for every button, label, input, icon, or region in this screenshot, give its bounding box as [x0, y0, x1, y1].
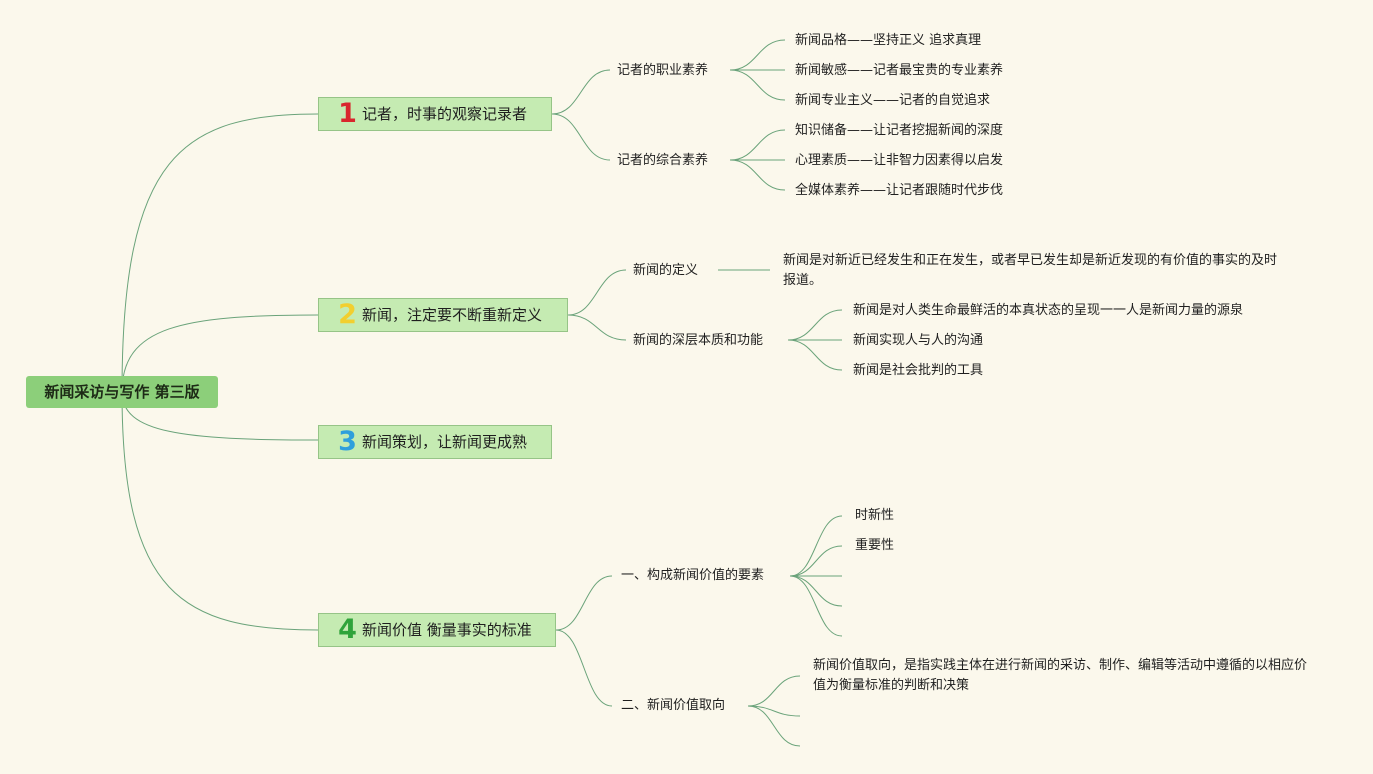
edge-b2-sub2 — [567, 314, 627, 341]
edge-b4-sub1-leaf-4 — [789, 575, 843, 607]
branch-4-title: 新闻价值 衡量事实的标准 — [362, 621, 532, 639]
branch-1-title: 记者，时事的观察记录者 — [362, 105, 528, 123]
edge-b2-sub2-leaf-1 — [787, 309, 843, 341]
branch-4-sub-1-leaf-1[interactable]: 时新性 — [855, 508, 895, 523]
branch-4-sub-1[interactable]: 一、构成新闻价值的要素 — [621, 568, 765, 583]
branch-4-number: 4 — [338, 614, 357, 645]
branch-1-sub-1-leaf-3[interactable]: 新闻专业主义——记者的自觉追求 — [795, 93, 991, 108]
edge-b1-sub1-leaf-1 — [729, 39, 786, 71]
branch-1-sub-1[interactable]: 记者的职业素养 — [617, 63, 709, 78]
branch-2-sub-1-leaf-1[interactable]: 新闻是对新近已经发生和正在发生，或者早已发生却是新近发现的有价值的事实的及时报道… — [783, 253, 1278, 288]
branch-1-sub-2[interactable]: 记者的综合素养 — [617, 153, 709, 168]
branch-2-sub-2-leaf-3[interactable]: 新闻是社会批判的工具 — [853, 363, 984, 378]
edge-root-branch-2 — [121, 314, 319, 393]
branch-4-node[interactable]: 4 新闻价值 衡量事实的标准 — [318, 613, 556, 647]
branch-4-sub-2[interactable]: 二、新闻价值取向 — [621, 698, 726, 713]
branch-2-number: 2 — [338, 299, 357, 330]
branch-1-sub-1-leaf-2[interactable]: 新闻敏感——记者最宝贵的专业素养 — [795, 63, 1004, 78]
branch-1-sub-2-leaf-3[interactable]: 全媒体素养——让记者跟随时代步伐 — [795, 183, 1004, 198]
edge-root-branch-4 — [121, 391, 319, 631]
edge-b1-sub1 — [551, 69, 611, 115]
branch-1-sub-2-leaf-1[interactable]: 知识储备——让记者挖掘新闻的深度 — [795, 123, 1004, 138]
branch-2-sub-2-leaf-1[interactable]: 新闻是对人类生命最鲜活的本真状态的呈现一一人是新闻力量的源泉 — [853, 303, 1244, 318]
edge-b1-sub2-leaf-3 — [729, 159, 786, 191]
edge-b1-sub1-leaf-3 — [729, 69, 786, 101]
edge-root-branch-1 — [121, 113, 319, 393]
edge-b4-sub1-leaf-5 — [789, 575, 843, 637]
edge-b4-sub2-leaf-1 — [747, 675, 801, 707]
edge-b1-sub2-leaf-1 — [729, 129, 786, 161]
branch-2-sub-1[interactable]: 新闻的定义 — [633, 263, 699, 278]
branch-3-node[interactable]: 3 新闻策划，让新闻更成熟 — [318, 425, 552, 459]
branch-2-title: 新闻，注定要不断重新定义 — [362, 306, 543, 324]
branch-2-sub-2[interactable]: 新闻的深层本质和功能 — [633, 333, 764, 348]
edge-b2-sub2-leaf-3 — [787, 339, 843, 371]
branch-1-sub-2-leaf-2[interactable]: 心理素质——让非智力因素得以启发 — [795, 153, 1004, 168]
edge-b1-sub2 — [551, 113, 611, 161]
branch-1-number: 1 — [338, 98, 357, 129]
edge-b4-sub2-leaf-3 — [747, 705, 801, 747]
edge-b4-sub1-leaf-2 — [789, 545, 843, 577]
branch-3-number: 3 — [338, 426, 357, 457]
edge-b4-sub1-leaf-1 — [789, 515, 843, 577]
branch-3-title: 新闻策划，让新闻更成熟 — [362, 433, 528, 451]
branch-2-sub-2-leaf-2[interactable]: 新闻实现人与人的沟通 — [853, 333, 984, 348]
edge-b4-sub2 — [555, 629, 613, 707]
edge-b2-sub1 — [567, 269, 627, 316]
branch-4-sub-2-leaf-1[interactable]: 新闻价值取向，是指实践主体在进行新闻的采访、制作、编辑等活动中遵循的以相应价值为… — [813, 658, 1308, 693]
edge-b4-sub1 — [555, 575, 613, 631]
branch-2-node[interactable]: 2 新闻，注定要不断重新定义 — [318, 298, 568, 332]
branch-4-sub-1-leaf-2[interactable]: 重要性 — [855, 538, 895, 553]
branch-1-sub-1-leaf-1[interactable]: 新闻品格——坚持正义 追求真理 — [795, 33, 982, 48]
branch-1-node[interactable]: 1 记者，时事的观察记录者 — [318, 97, 552, 131]
root-node[interactable]: 新闻采访与写作 第三版 — [26, 376, 218, 408]
